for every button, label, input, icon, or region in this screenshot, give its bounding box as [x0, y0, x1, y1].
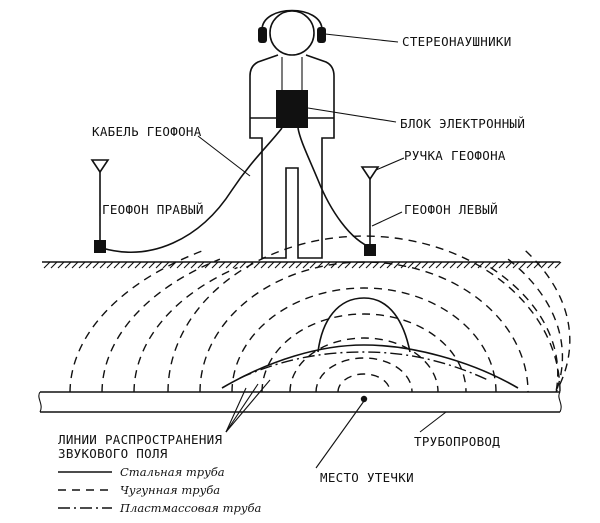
sound-field-arc [315, 357, 413, 393]
geophone-sensor-icon [94, 240, 106, 253]
label-electronic-unit: БЛОК ЭЛЕКТРОННЫЙ [400, 116, 525, 131]
sound-field-arc [69, 250, 203, 393]
sound-field-arc [525, 250, 571, 393]
sound-field-arc [101, 258, 221, 393]
label-pipeline: ТРУБОПРОВОД [414, 434, 500, 449]
geophone-handle-icon [90, 159, 110, 174]
label-leak-point: МЕСТО УТЕЧКИ [320, 470, 414, 485]
steel-pipe-field-curve [221, 344, 519, 389]
label-geophone-right: ГЕОФОН ПРАВЫЙ [102, 202, 204, 217]
unit-straps [281, 57, 303, 92]
electronic-unit-box [276, 90, 308, 128]
leak-point-icon [360, 395, 368, 403]
geophone-sensor-icon [364, 244, 376, 256]
sound-field-arc [507, 258, 564, 393]
geophone-cable-right [101, 127, 283, 253]
geophone-left [360, 166, 380, 256]
plastic-pipe-field-curve [239, 351, 489, 381]
label-geophone-handle: РУЧКА ГЕОФОНА [404, 148, 506, 163]
label-propagation-line1: ЛИНИИ РАСПРОСТРАНЕНИЯ [58, 432, 222, 447]
sound-field-arc [167, 235, 561, 393]
body-outline [249, 54, 335, 259]
left-earphone-icon [258, 27, 267, 43]
leak-field-bulge [317, 297, 411, 353]
legend: Стальная труба Чугунная труба Пластмассо… [58, 465, 262, 515]
label-geophone-cable: КАБЕЛЬ ГЕОФОНА [92, 124, 202, 139]
head [269, 10, 315, 56]
right-earphone-icon [317, 27, 326, 43]
label-propagation-line2: ЗВУКОВОГО ПОЛЯ [58, 446, 168, 461]
sound-field-arc [133, 266, 238, 393]
legend-plastic-label: Пластмассовая труба [119, 501, 262, 515]
legend-cast-iron-label: Чугунная труба [120, 483, 220, 497]
leader-lines [99, 33, 447, 469]
sound-field-arc [199, 261, 529, 393]
legend-steel-label: Стальная труба [120, 465, 225, 479]
sound-field-arc [261, 313, 467, 393]
sound-field-arc [231, 287, 497, 393]
sound-field-arc [289, 337, 439, 393]
pipeline [38, 391, 562, 413]
sound-field-arc [490, 266, 559, 393]
ground-surface [42, 261, 562, 269]
geophone-handle-icon [360, 166, 380, 181]
sound-field-lines [69, 235, 571, 393]
sound-field-arc [337, 373, 391, 393]
label-geophone-left: ГЕОФОН ЛЕВЫЙ [404, 202, 498, 217]
label-headphones: СТЕРЕОНАУШНИКИ [402, 34, 512, 49]
geophone-cable-left [297, 127, 373, 249]
operator-figure [249, 9, 335, 259]
